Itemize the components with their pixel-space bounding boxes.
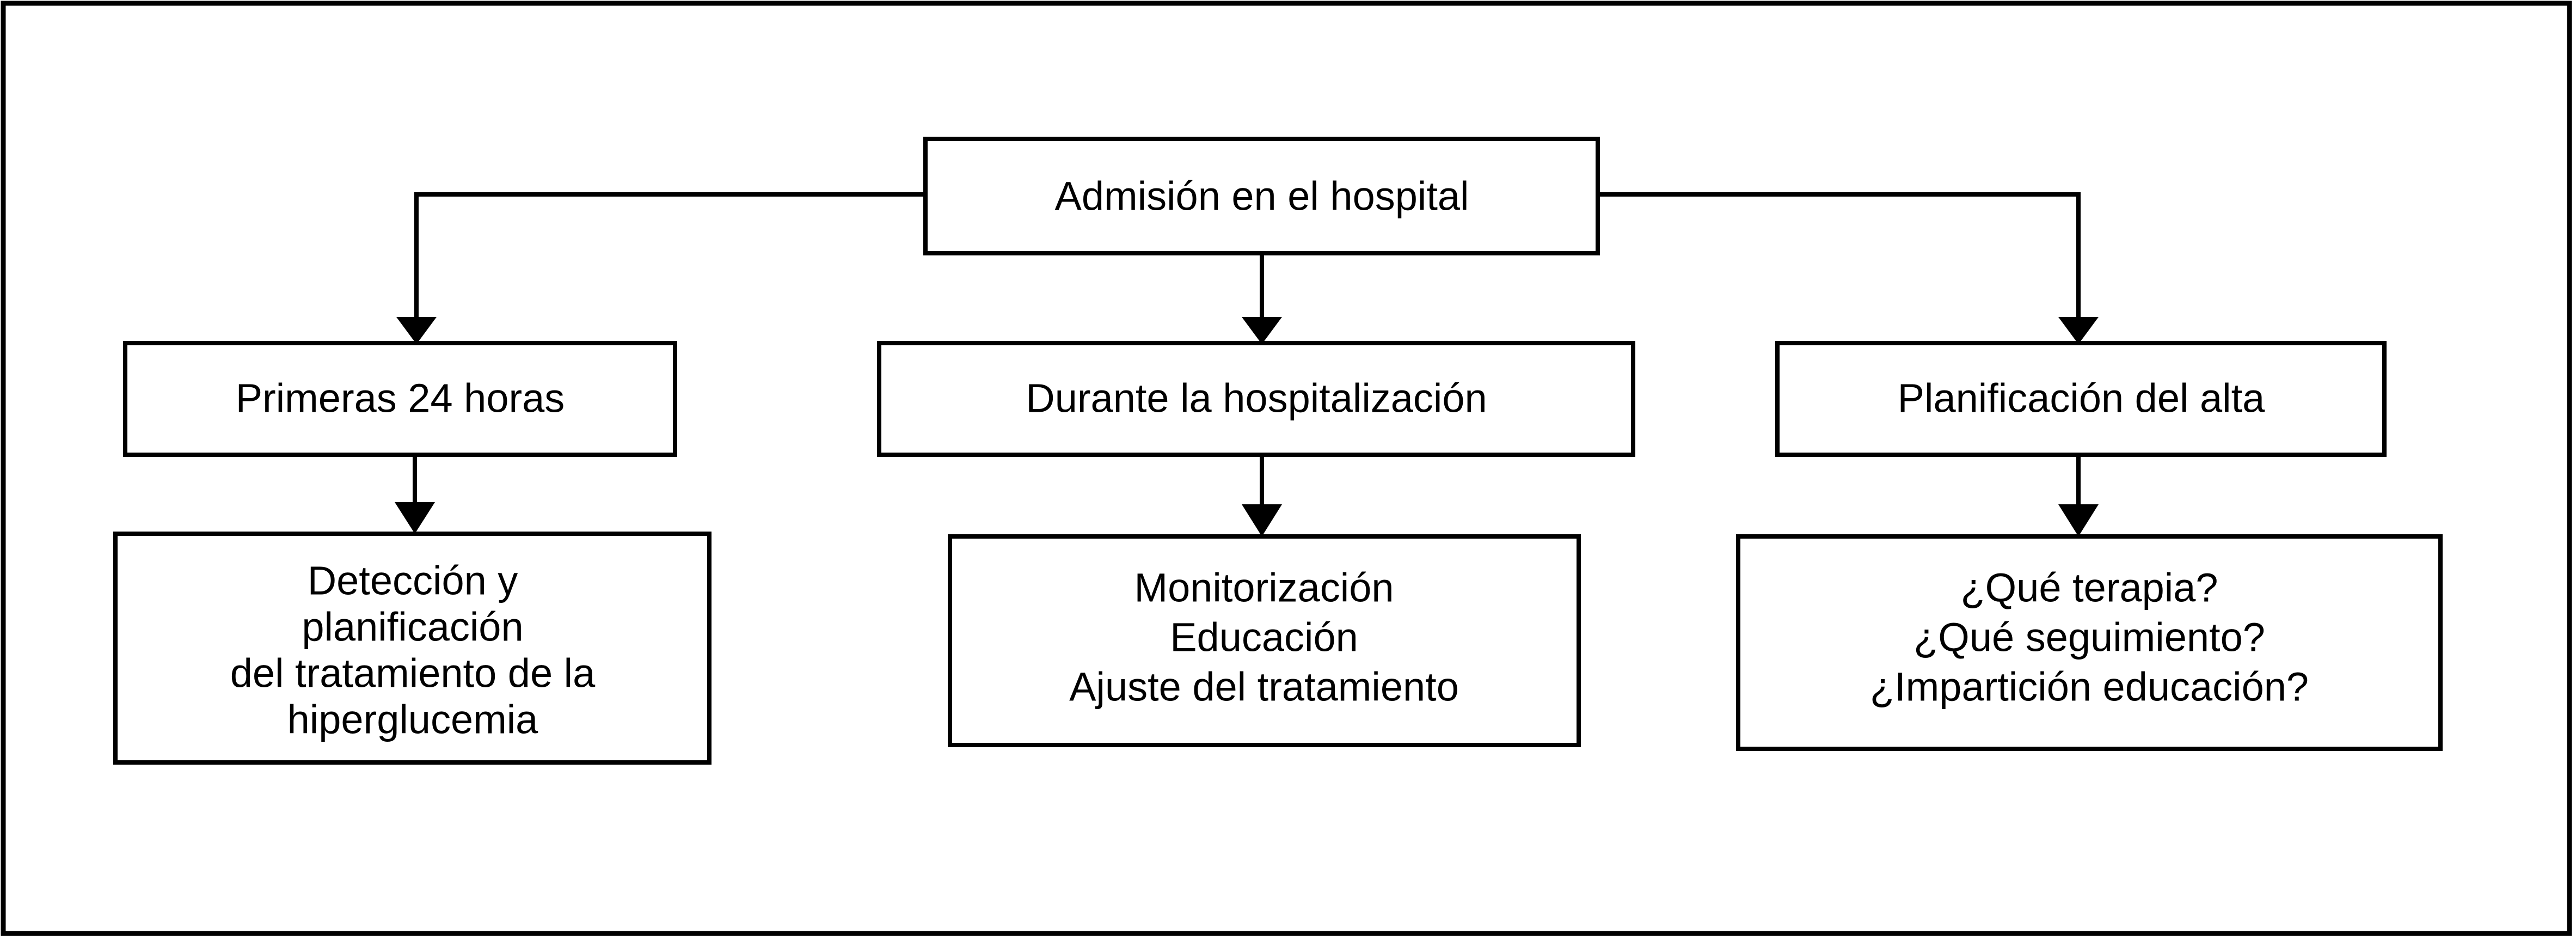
node-detail-discharge-line3: ¿Impartición educación? [1870,664,2309,710]
node-detail-discharge-line1: ¿Qué terapia? [1960,565,2218,611]
node-admision-en-el-hospital[interactable]: Admisión en el hospital [923,137,1600,255]
node-primeras-24-horas[interactable]: Primeras 24 horas [123,341,677,457]
node-phase-first24-box[interactable] [123,341,677,457]
arrow-head-during-to-detail [1242,504,1282,536]
node-detail-first24-line3: del tratamiento de la [230,651,596,696]
edge-root-to-discharge [1598,192,2081,321]
node-preguntas-alta[interactable]: ¿Qué terapia? ¿Qué seguimiento? ¿Imparti… [1736,534,2443,751]
node-deteccion-y-planificacion[interactable]: Detección y planificación del tratamient… [113,532,712,765]
node-detail-first24-line2: planificación [302,605,523,650]
node-detail-discharge-box[interactable] [1736,534,2443,751]
node-phase-first24-label: Primeras 24 horas [236,376,565,421]
arrow-head-discharge-to-detail [2058,504,2099,536]
arrow-head-root-to-first24 [396,317,437,344]
node-phase-discharge-label: Planificación del alta [1898,376,2265,421]
arrow-head-root-to-discharge [2058,317,2099,344]
node-root-label: Admisión en el hospital [1055,174,1469,219]
node-phase-discharge-box[interactable] [1775,341,2387,457]
node-detail-first24-line1: Detección y [308,558,518,603]
node-phase-during-box[interactable] [877,341,1635,457]
node-detail-during-box[interactable] [948,534,1581,747]
node-monitorizacion-educacion-ajuste[interactable]: Monitorización Educación Ajuste del trat… [948,534,1581,747]
arrow-head-root-to-during [1242,317,1282,344]
node-detail-first24-line4: hiperglucemia [287,697,539,742]
arrow-head-first24-to-detail [395,502,435,534]
node-detail-during-line3: Ajuste del tratamiento [1069,664,1459,710]
node-detail-during-line2: Educación [1170,615,1358,660]
node-detail-discharge-line2: ¿Qué seguimiento? [1913,615,2265,660]
node-root-box[interactable] [923,137,1600,255]
node-detail-first24-box[interactable] [113,532,712,765]
node-phase-during-label: Durante la hospitalización [1026,376,1487,421]
edge-root-to-first24 [414,192,925,321]
node-detail-during-line1: Monitorización [1134,565,1394,611]
node-planificacion-del-alta[interactable]: Planificación del alta [1775,341,2387,457]
node-durante-la-hospitalizacion[interactable]: Durante la hospitalización [877,341,1635,457]
